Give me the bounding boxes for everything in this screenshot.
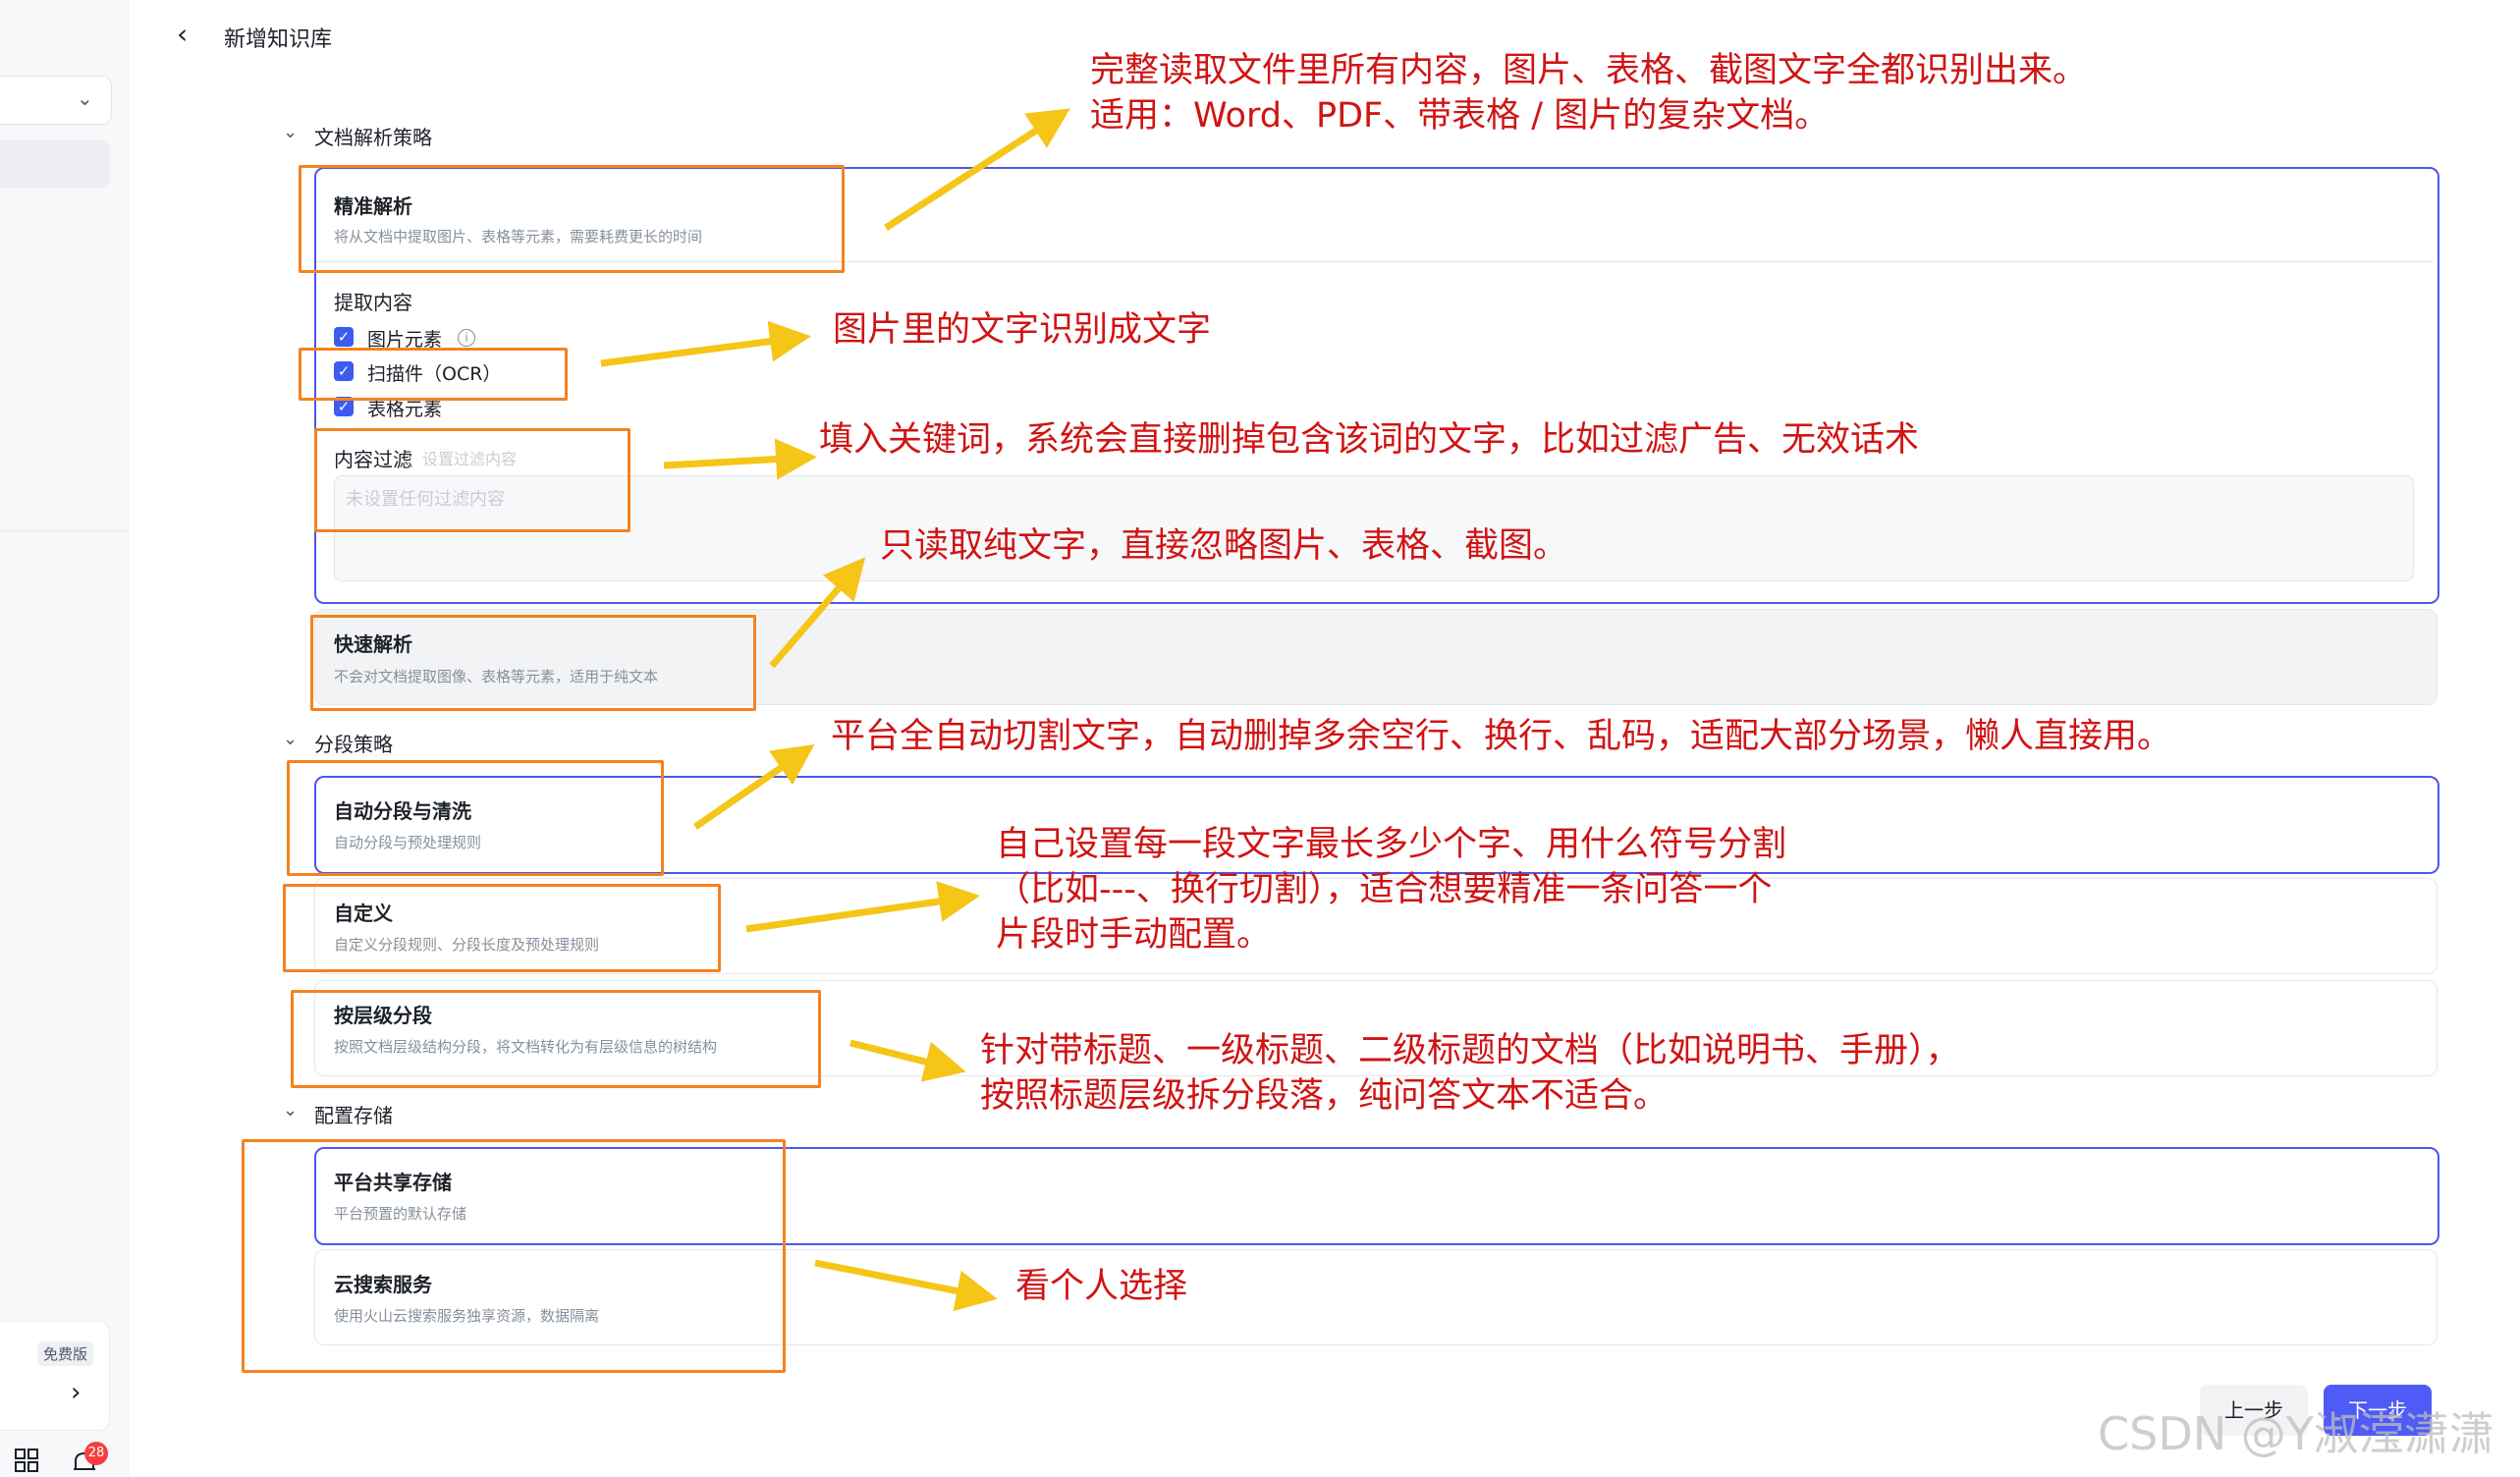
precise-desc: 将从文档中提取图片、表格等元素，需要耗费更长的时间 — [334, 228, 703, 246]
sidebar — [0, 0, 129, 1477]
check-icon[interactable]: ✓ — [334, 397, 354, 416]
section-title-segment: 分段策略 — [314, 733, 393, 756]
auto-title: 自动分段与清洗 — [334, 799, 471, 823]
precise-title: 精准解析 — [334, 194, 412, 218]
annotation-custom-line1: 自己设置每一段文字最长多少个字、用什么符号分割 — [996, 825, 1787, 864]
filter-label: 内容过滤 — [334, 448, 412, 471]
annotation-custom-line3: 片段时手动配置。 — [996, 915, 1272, 955]
section-title-parse: 文档解析策略 — [314, 126, 432, 149]
annotation-filter: 填入关键词，系统会直接删掉包含该词的文字，比如过滤广告、无效话术 — [819, 420, 1920, 460]
workspace-select[interactable] — [0, 76, 112, 125]
cloud-desc: 使用火山云搜索服务独享资源，数据隔离 — [334, 1307, 600, 1325]
card-divider — [316, 261, 2434, 262]
chevron-down-icon[interactable]: ⌄ — [283, 729, 299, 749]
auto-desc: 自动分段与预处理规则 — [334, 834, 482, 851]
filter-textarea[interactable] — [334, 475, 2414, 581]
fast-title: 快速解析 — [334, 632, 412, 656]
highlight-box — [314, 428, 630, 532]
parse-option-fast[interactable] — [314, 609, 2438, 705]
segment-option-auto[interactable] — [314, 776, 2439, 874]
cloud-title: 云搜索服务 — [334, 1273, 432, 1296]
sidebar-active-item[interactable] — [0, 140, 110, 188]
highlight-box — [287, 760, 664, 876]
checkbox-label-table: 表格元素 — [367, 399, 443, 420]
watermark: CSDN @Y淑滢潇潇 — [2098, 1407, 2494, 1460]
notification-count-badge: 28 — [84, 1442, 108, 1465]
annotation-precise-line2: 适用：Word、PDF、带表格 / 图片的复杂文档。 — [1090, 96, 1830, 136]
check-icon[interactable]: ✓ — [334, 361, 354, 381]
check-icon[interactable]: ✓ — [334, 327, 354, 347]
highlight-box — [283, 884, 721, 972]
storage-option-cloud[interactable] — [314, 1249, 2438, 1345]
chevron-down-icon[interactable]: ⌄ — [283, 122, 299, 142]
checkbox-label-image: 图片元素 — [367, 329, 443, 351]
hier-title: 按层级分段 — [334, 1004, 432, 1027]
annotation-ocr: 图片里的文字识别成文字 — [833, 310, 1212, 350]
back-icon[interactable]: ‹ — [177, 18, 189, 50]
next-step-button[interactable]: 下一步 — [2324, 1385, 2432, 1436]
highlight-box — [299, 348, 568, 401]
filter-placeholder: 未设置任何过滤内容 — [346, 489, 505, 510]
highlight-box — [299, 165, 845, 273]
sidebar-divider — [0, 530, 126, 531]
custom-title: 自定义 — [334, 902, 393, 925]
shared-desc: 平台预置的默认存储 — [334, 1205, 467, 1223]
plan-card[interactable] — [0, 1321, 110, 1431]
hier-desc: 按照文档层级结构分段，将文档转化为有层级信息的树结构 — [334, 1038, 718, 1056]
segment-option-custom[interactable] — [314, 878, 2438, 974]
storage-option-shared[interactable] — [314, 1147, 2439, 1245]
section-title-storage: 配置存储 — [314, 1104, 393, 1127]
annotation-storage: 看个人选择 — [1015, 1267, 1188, 1306]
chevron-right-icon[interactable]: › — [71, 1378, 82, 1407]
highlight-box — [242, 1139, 786, 1373]
annotation-precise-line1: 完整读取文件里所有内容，图片、表格、截图文字全都识别出来。 — [1090, 51, 2088, 90]
filter-hint: 设置过滤内容 — [422, 450, 518, 468]
fast-desc: 不会对文档提取图像、表格等元素，适用于纯文本 — [334, 668, 659, 685]
page-title: 新增知识库 — [224, 27, 333, 52]
annotation-auto: 平台全自动切割文字，自动删掉多余空行、换行、乱码，适配大部分场景，懒人直接用。 — [831, 717, 2172, 756]
highlight-box — [291, 990, 821, 1088]
grid-icon[interactable] — [14, 1448, 39, 1473]
prev-step-button[interactable]: 上一步 — [2200, 1385, 2308, 1436]
checkbox-label-ocr: 扫描件（OCR） — [367, 363, 502, 385]
plan-badge: 免费版 — [37, 1341, 94, 1366]
annotation-hier-line1: 针对带标题、一级标题、二级标题的文档（比如说明书、手册）， — [980, 1031, 1960, 1070]
annotation-custom-line2: （比如---、换行切割），适合想要精准一条问答一个 — [996, 870, 1773, 909]
annotation-hier-line2: 按照标题层级拆分段落，纯问答文本不适合。 — [980, 1076, 1669, 1116]
chevron-down-icon[interactable]: ⌄ — [283, 1100, 299, 1121]
custom-desc: 自定义分段规则、分段长度及预处理规则 — [334, 936, 600, 954]
segment-option-hierarchy[interactable] — [314, 980, 2438, 1076]
extract-label: 提取内容 — [334, 291, 412, 314]
shared-title: 平台共享存储 — [334, 1171, 452, 1194]
highlight-box — [310, 615, 756, 711]
info-icon[interactable]: i — [458, 329, 475, 347]
annotation-fast: 只读取纯文字，直接忽略图片、表格、截图。 — [880, 526, 1568, 566]
chevron-down-icon[interactable]: ⌄ — [77, 86, 93, 110]
